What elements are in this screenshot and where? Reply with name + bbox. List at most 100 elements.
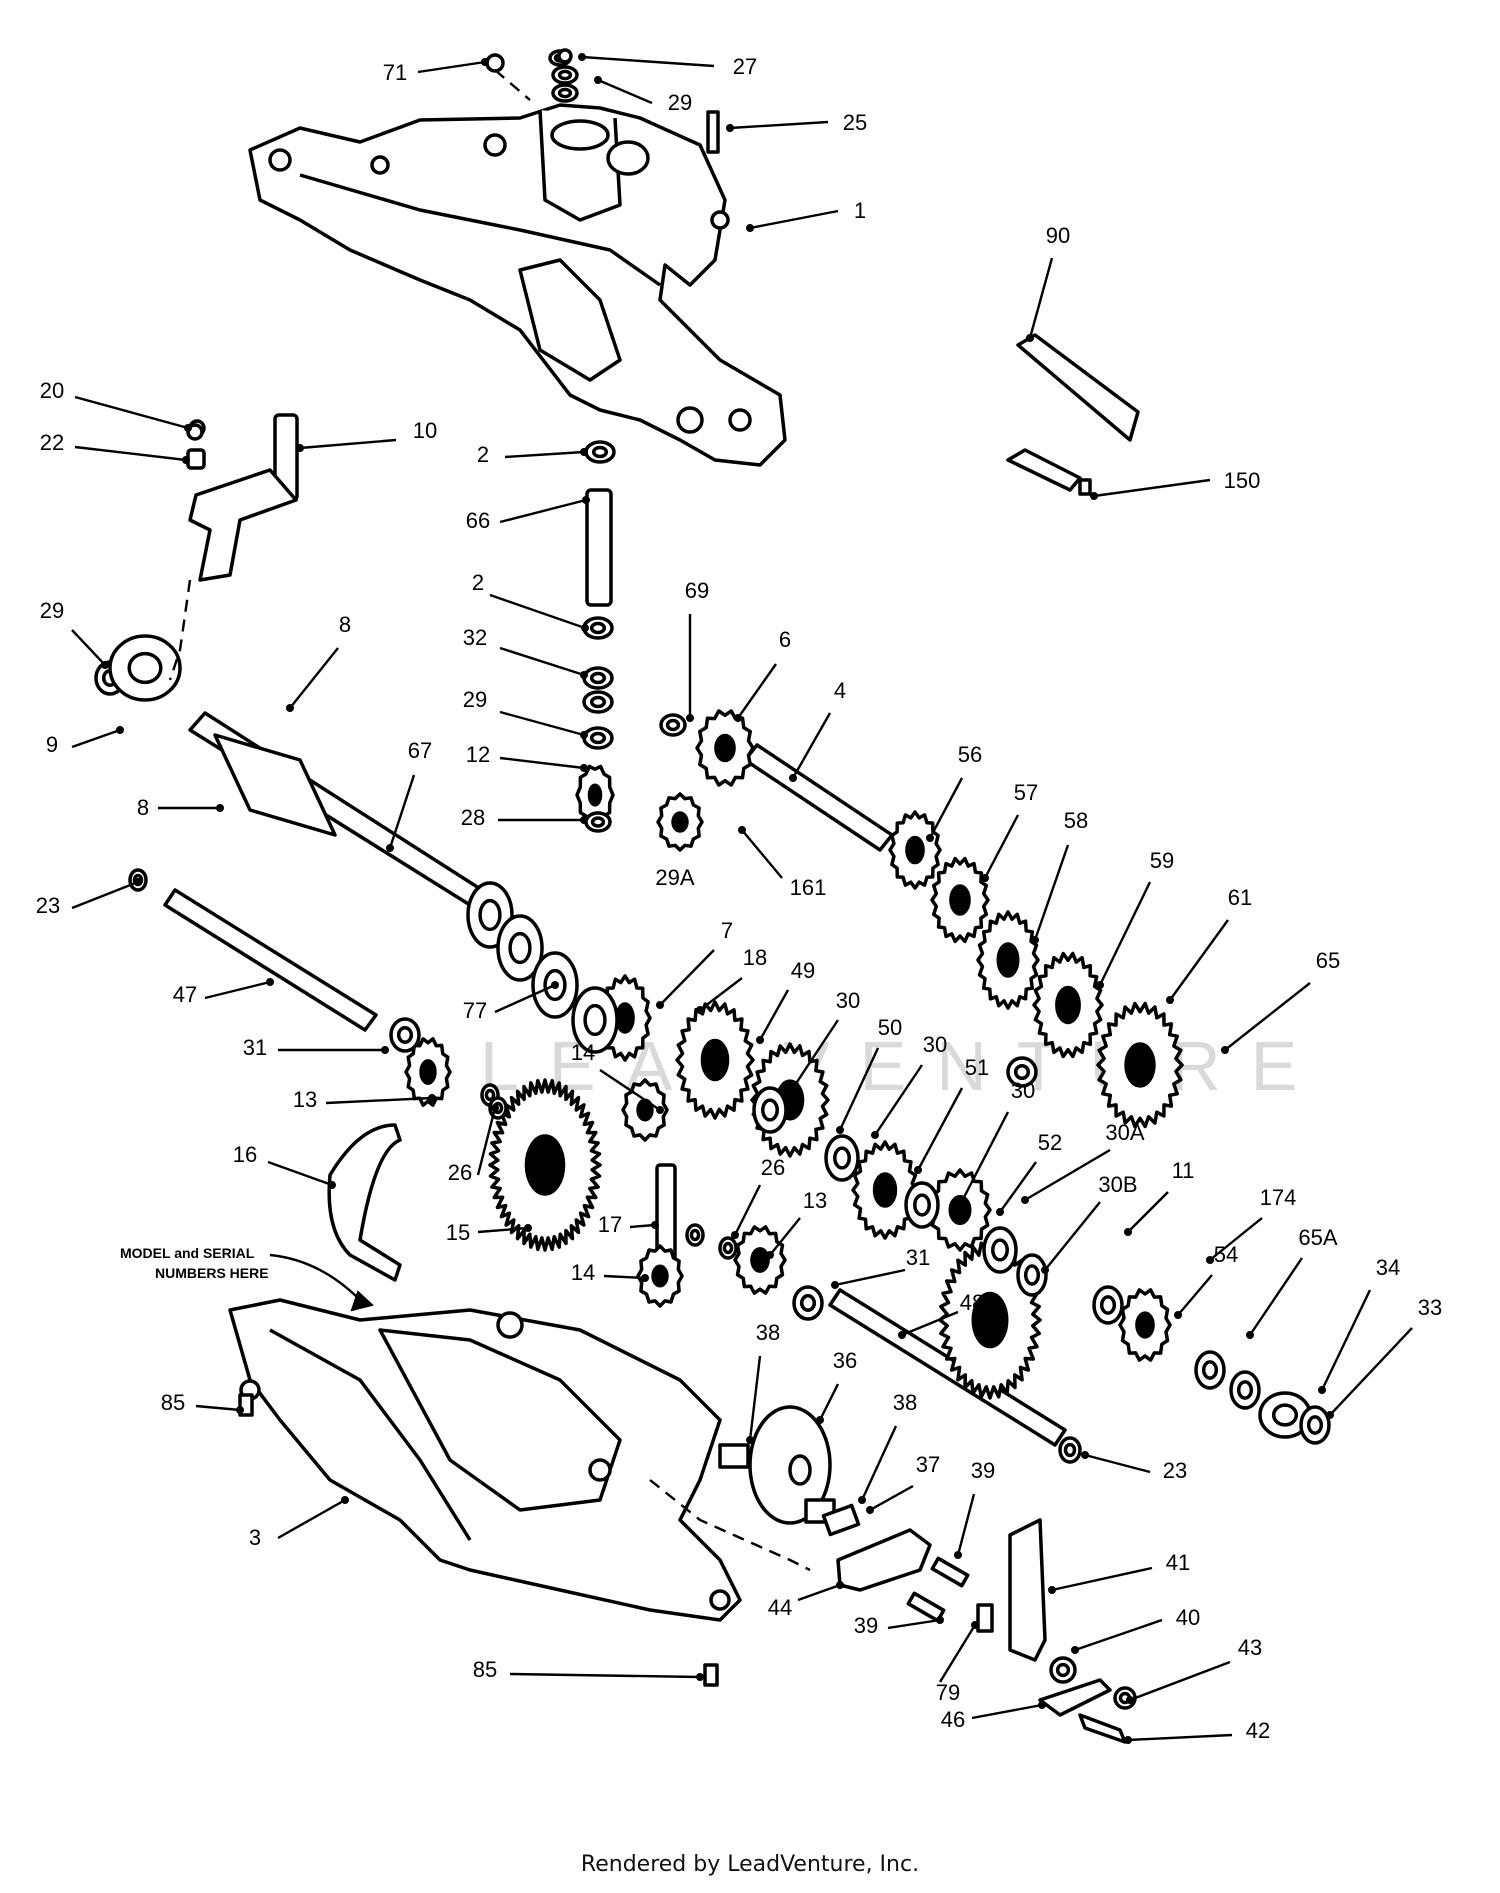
callout-number: 71 xyxy=(383,60,407,85)
callout-31: 31 xyxy=(243,1035,389,1060)
callout-leader xyxy=(499,756,585,770)
callout-leader xyxy=(699,977,743,1011)
callout-dot xyxy=(1031,936,1039,944)
callout-dot xyxy=(386,844,394,852)
gear-6 xyxy=(636,1244,684,1308)
callout-number: 29A xyxy=(655,865,694,890)
callout-leader xyxy=(1209,1217,1263,1261)
callout-number: 58 xyxy=(1064,808,1088,833)
gear-13 xyxy=(733,1225,787,1295)
callout-9: 9 xyxy=(46,726,124,757)
callout-leader xyxy=(1329,1327,1413,1416)
callout-leader xyxy=(958,1111,1010,1206)
washer-9 xyxy=(584,811,612,833)
callout-number: 54 xyxy=(1214,1242,1238,1267)
callout-number: 44 xyxy=(768,1595,792,1620)
callout-leader xyxy=(1093,478,1211,498)
callout-dot xyxy=(1081,1451,1089,1459)
callout-47: 47 xyxy=(173,978,274,1007)
callout-26: 26 xyxy=(448,1104,499,1185)
control-linkage xyxy=(718,1405,1127,1744)
gear-14 xyxy=(888,810,942,890)
callout-dot xyxy=(696,1673,704,1681)
callout-90: 90 xyxy=(1026,223,1070,342)
callout-dot xyxy=(578,53,586,61)
callout-number: 161 xyxy=(790,875,827,900)
callout-41: 41 xyxy=(1048,1550,1190,1594)
callout-leader xyxy=(999,1161,1037,1213)
callout-number: 31 xyxy=(243,1035,267,1060)
callout-20: 20 xyxy=(40,378,192,432)
washer-23 xyxy=(792,1285,824,1321)
callout-leader xyxy=(71,629,106,666)
callout-leader xyxy=(737,663,777,719)
callout-34: 34 xyxy=(1318,1255,1400,1394)
callout-number: 7 xyxy=(721,918,733,943)
callout-leader xyxy=(74,395,189,430)
callout-32: 32 xyxy=(463,625,588,679)
callout-25: 25 xyxy=(726,110,867,135)
callout-number: 61 xyxy=(1228,885,1252,910)
callout-79: 79 xyxy=(936,1621,979,1705)
callout-leader xyxy=(74,445,187,462)
callout-dot xyxy=(954,1551,962,1559)
callout-dot xyxy=(1021,1196,1029,1204)
callout-dot xyxy=(1246,1331,1254,1339)
callout-number: 52 xyxy=(1038,1130,1062,1155)
callout-number: 39 xyxy=(971,1458,995,1483)
washer-12 xyxy=(108,634,182,702)
callout-dot xyxy=(1041,1266,1049,1274)
callout-54: 54 xyxy=(1174,1242,1238,1319)
callout-38: 38 xyxy=(858,1390,917,1504)
washer-30 xyxy=(1194,1350,1226,1390)
callout-number: 2 xyxy=(472,570,484,595)
gear-19 xyxy=(1118,1288,1172,1362)
callout-leader xyxy=(289,647,339,709)
callout-number: 15 xyxy=(446,1220,470,1245)
callout-leader xyxy=(477,1226,529,1234)
callout-leader xyxy=(916,1087,964,1171)
callout-number: 23 xyxy=(36,893,60,918)
washer-13 xyxy=(466,881,514,949)
alignment-lines xyxy=(168,69,811,1572)
callout-43: 43 xyxy=(1126,1635,1262,1704)
callout-29: 29 xyxy=(40,598,109,669)
callout-dot xyxy=(936,1616,944,1624)
callout-number: 57 xyxy=(1014,780,1038,805)
callout-29A: 29A xyxy=(655,865,694,890)
callout-leader xyxy=(1033,844,1070,941)
callout-number: 6 xyxy=(779,627,791,652)
washer-4 xyxy=(584,440,616,464)
callout-66: 66 xyxy=(466,496,590,533)
callout-dot xyxy=(836,1581,844,1589)
callout-150: 150 xyxy=(1090,468,1261,500)
callout-dot xyxy=(641,1274,649,1282)
callout-dot xyxy=(738,826,746,834)
shift-fork xyxy=(186,413,299,582)
callout-number: 13 xyxy=(293,1087,317,1112)
callout-37: 37 xyxy=(866,1452,940,1514)
washer-3 xyxy=(551,83,579,103)
callout-leader xyxy=(983,814,1020,879)
callout-number: 34 xyxy=(1376,1255,1400,1280)
callout-10: 10 xyxy=(296,418,437,452)
callout-number: 85 xyxy=(161,1390,185,1415)
callout-dot xyxy=(734,714,742,722)
callout-dot xyxy=(341,1496,349,1504)
callout-number: 150 xyxy=(1224,468,1261,493)
callout-36: 36 xyxy=(816,1348,857,1424)
washer-34 xyxy=(1058,1436,1082,1464)
callout-number: 37 xyxy=(916,1452,940,1477)
callout-dot xyxy=(580,731,588,739)
callout-leader xyxy=(499,710,585,737)
note-text-line1: MODEL and SERIAL xyxy=(120,1245,255,1261)
callout-leader xyxy=(769,1217,801,1256)
callout-29: 29 xyxy=(463,687,588,739)
callout-number: 48 xyxy=(960,1290,984,1315)
washer-35 xyxy=(1049,1656,1077,1684)
callout-dot xyxy=(1071,1646,1079,1654)
washer-26 xyxy=(904,1181,940,1229)
callout-1: 1 xyxy=(746,198,866,232)
callout-leader xyxy=(874,1064,923,1136)
callout-dot xyxy=(726,124,734,132)
